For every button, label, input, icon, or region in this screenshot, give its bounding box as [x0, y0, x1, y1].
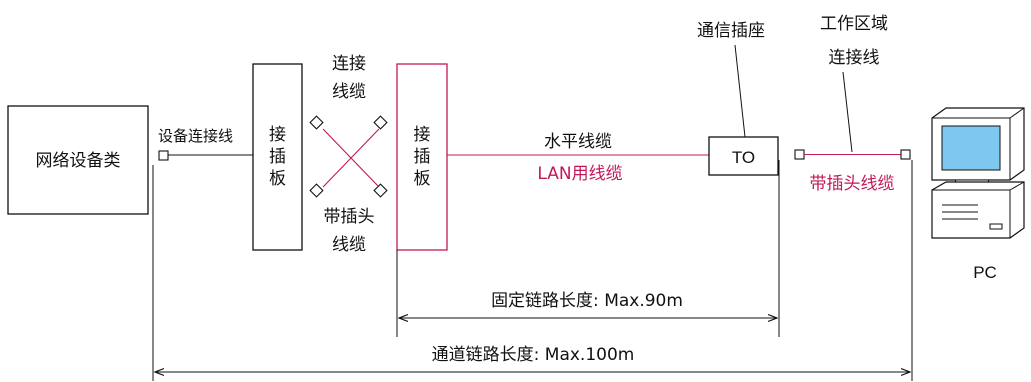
pc-label: PC — [973, 263, 997, 282]
connector-icon — [900, 149, 911, 160]
patch-panel-right — [396, 63, 448, 251]
network-device-box — [7, 105, 149, 215]
connector-icon — [373, 115, 388, 130]
permanent-link-label: 固定链路长度: Max.90m — [491, 291, 683, 311]
work-area-title-2: 连接线 — [829, 48, 880, 68]
patch-panel-left-char-3: 板 — [269, 169, 286, 189]
telecom-outlet-box — [708, 136, 779, 176]
work-area-title-1: 工作区域 — [820, 14, 888, 34]
patch-panel-right-char-3: 板 — [414, 169, 431, 189]
cross-connect-bottom-label-1: 带插头 — [324, 207, 375, 227]
cross-connect-top-label-1: 连接 — [332, 54, 366, 74]
telecom-outlet-leader — [734, 44, 746, 138]
cross-connect — [309, 115, 388, 198]
connector-icon — [794, 149, 805, 160]
cross-connect-top-label-2: 线缆 — [332, 82, 366, 102]
connector-icon — [309, 183, 324, 198]
connector-icon — [309, 115, 324, 130]
plug-cable-label: 带插头线缆 — [810, 174, 895, 194]
network-device-label: 网络设备类 — [36, 151, 121, 171]
work-area-leader — [842, 71, 853, 153]
patch-panel-left-char-1: 接 — [269, 125, 286, 145]
patch-panel-right-char-2: 插 — [414, 147, 431, 167]
cross-connect-bottom-label-2: 线缆 — [332, 235, 366, 255]
telecom-outlet-title: 通信插座 — [697, 21, 765, 41]
telecom-outlet-box-label: TO — [732, 148, 755, 167]
horizontal-cable-label: 水平线缆 — [544, 132, 612, 152]
channel-label: 通道链路长度: Max.100m — [432, 345, 635, 365]
patch-panel-left-char-2: 插 — [269, 147, 286, 167]
patch-panel-right-char-1: 接 — [414, 125, 431, 145]
connector-icon — [158, 150, 169, 161]
patch-panel-left — [252, 63, 303, 251]
computer-icon — [931, 107, 1025, 239]
device-cable-label: 设备连接线 — [158, 127, 233, 145]
lan-cable-label: LAN用线缆 — [537, 164, 622, 184]
connector-icon — [373, 183, 388, 198]
